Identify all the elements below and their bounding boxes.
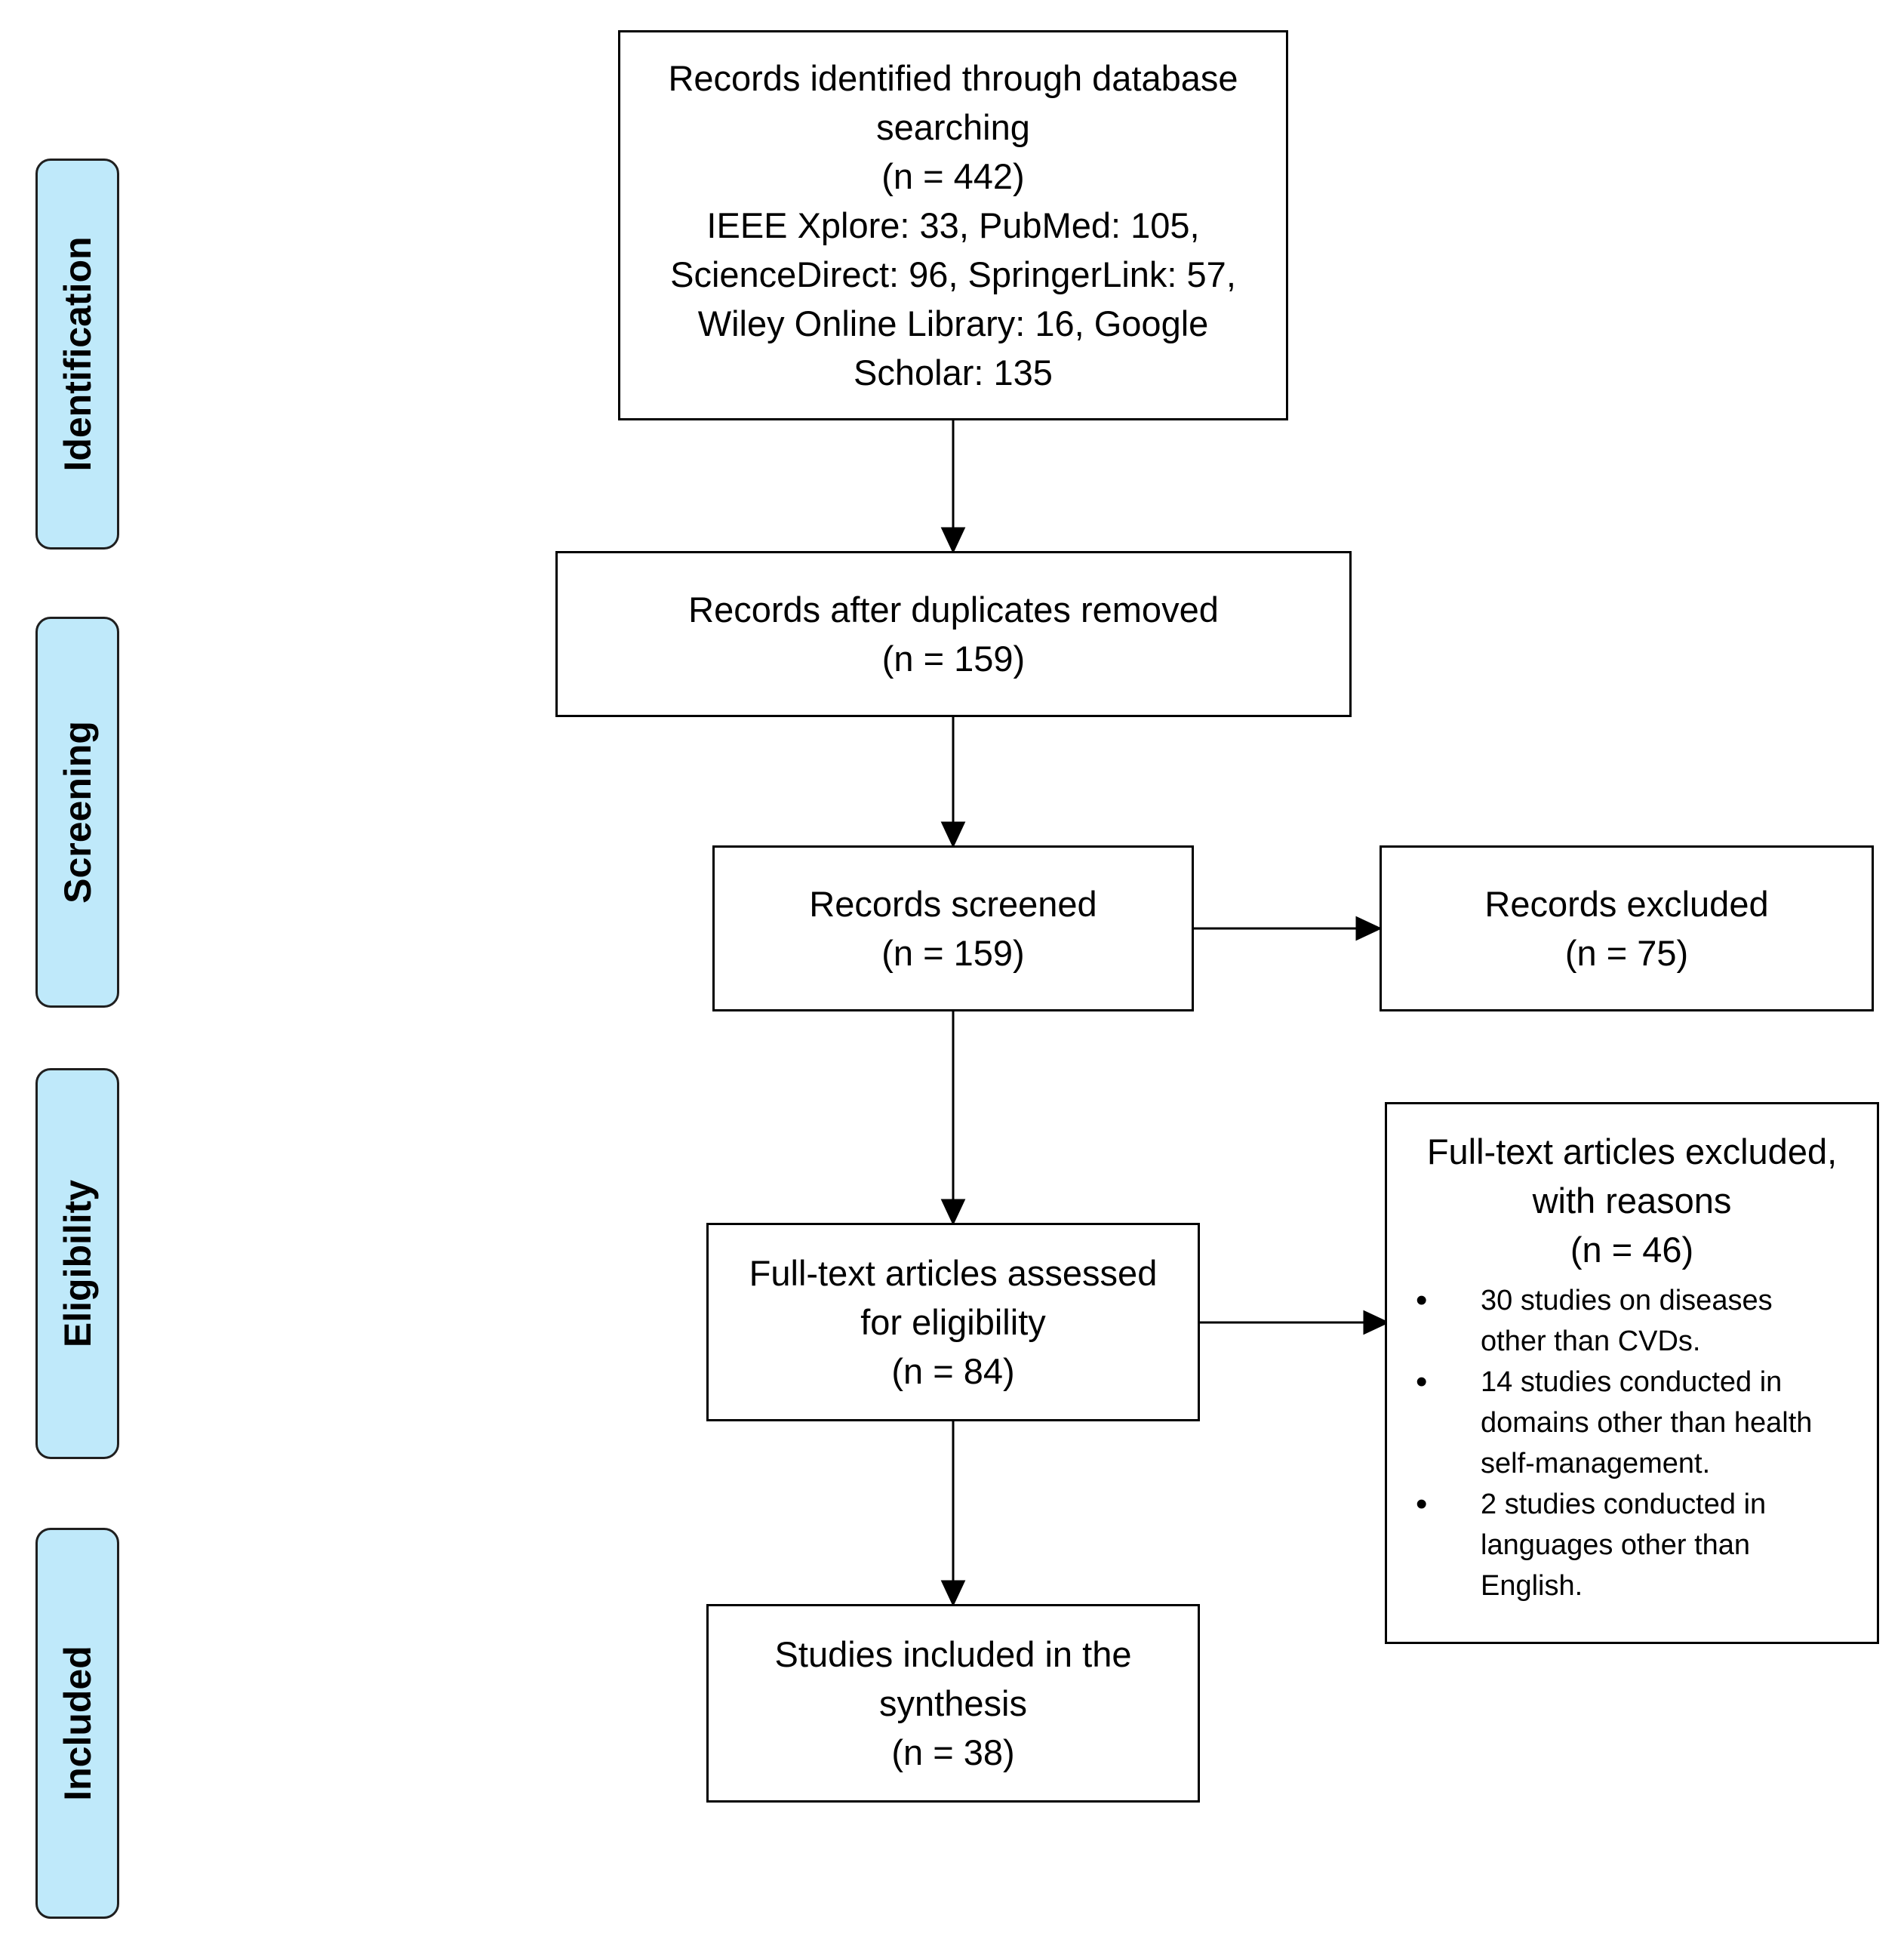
records-identified-box: Records identified through database sear…: [618, 30, 1288, 420]
studies-included-count: (n = 38): [891, 1732, 1015, 1772]
exclusion-reason-line: domains other than health: [1481, 1407, 1813, 1439]
exclusion-reason-line: other than CVDs.: [1481, 1325, 1701, 1357]
phase-eligibility: Eligibility: [35, 1068, 119, 1459]
exclusion-reasons-list: 30 studies on diseases other than CVDs. …: [1387, 1280, 1877, 1606]
records-identified-source: Wiley Online Library: 16, Google: [697, 303, 1209, 343]
records-screened-count: (n = 159): [881, 933, 1025, 973]
fulltext-assessed-label: for eligibility: [860, 1302, 1046, 1342]
fulltext-assessed-box: Full-text articles assessed for eligibil…: [706, 1223, 1200, 1421]
records-identified-line: Records identified through database: [668, 58, 1238, 98]
exclusion-reason-line: 30 studies on diseases: [1481, 1285, 1773, 1316]
fulltext-assessed-count: (n = 84): [891, 1351, 1015, 1391]
fulltext-excluded-heading: Full-text articles excluded, with reason…: [1387, 1104, 1877, 1274]
phase-included: Included: [35, 1528, 119, 1919]
arrowhead-screened-to-excluded: [1355, 916, 1383, 941]
duplicates-removed-label: Records after duplicates removed: [688, 590, 1219, 630]
records-excluded-count: (n = 75): [1564, 933, 1689, 973]
phase-included-label: Included: [56, 1646, 99, 1801]
phase-screening-label: Screening: [56, 721, 99, 904]
exclusion-reason-line: 2 studies conducted in: [1481, 1489, 1767, 1520]
fulltext-excluded-box: Full-text articles excluded, with reason…: [1385, 1102, 1879, 1644]
records-identified-source: IEEE Xplore: 33, PubMed: 105,: [706, 205, 1200, 245]
fulltext-excluded-label: with reasons: [1532, 1181, 1732, 1221]
studies-included-label: synthesis: [879, 1683, 1027, 1723]
phase-eligibility-label: Eligibility: [56, 1179, 99, 1348]
records-excluded-label: Records excluded: [1484, 884, 1769, 924]
records-identified-source: Scholar: 135: [854, 353, 1053, 393]
fulltext-excluded-count: (n = 46): [1570, 1230, 1694, 1270]
arrowhead-assessed-to-included: [940, 1580, 966, 1607]
exclusion-reason-line: 14 studies conducted in: [1481, 1366, 1783, 1398]
exclusion-reason: 30 studies on diseases other than CVDs.: [1387, 1280, 1877, 1362]
duplicates-removed-box: Records after duplicates removed (n = 15…: [555, 551, 1352, 717]
records-screened-label: Records screened: [809, 884, 1097, 924]
exclusion-reason-line: languages other than: [1481, 1529, 1751, 1561]
fulltext-excluded-label: Full-text articles excluded,: [1426, 1131, 1838, 1172]
arrowhead-dedup-to-screened: [940, 821, 966, 848]
duplicates-removed-count: (n = 159): [881, 639, 1026, 679]
phase-identification: Identification: [35, 159, 119, 550]
exclusion-reason: 14 studies conducted in domains other th…: [1387, 1362, 1877, 1484]
records-identified-line: searching: [876, 107, 1030, 147]
exclusion-reason: 2 studies conducted in languages other t…: [1387, 1484, 1877, 1606]
exclusion-reason-line: English.: [1481, 1570, 1583, 1602]
arrowhead-identified-to-dedup: [940, 527, 966, 554]
studies-included-label: Studies included in the: [774, 1634, 1132, 1674]
arrowhead-assessed-to-fulltext-excluded: [1363, 1310, 1390, 1335]
studies-included-box: Studies included in the synthesis (n = 3…: [706, 1604, 1200, 1803]
arrowhead-screened-to-assessed: [940, 1199, 966, 1226]
exclusion-reason-line: self-management.: [1481, 1448, 1711, 1479]
records-excluded-box: Records excluded (n = 75): [1380, 845, 1874, 1011]
records-identified-count: (n = 442): [881, 156, 1025, 196]
records-screened-box: Records screened (n = 159): [712, 845, 1194, 1011]
records-identified-source: ScienceDirect: 96, SpringerLink: 57,: [670, 254, 1236, 294]
phase-screening: Screening: [35, 617, 119, 1008]
fulltext-assessed-label: Full-text articles assessed: [749, 1253, 1158, 1293]
phase-identification-label: Identification: [56, 236, 99, 472]
